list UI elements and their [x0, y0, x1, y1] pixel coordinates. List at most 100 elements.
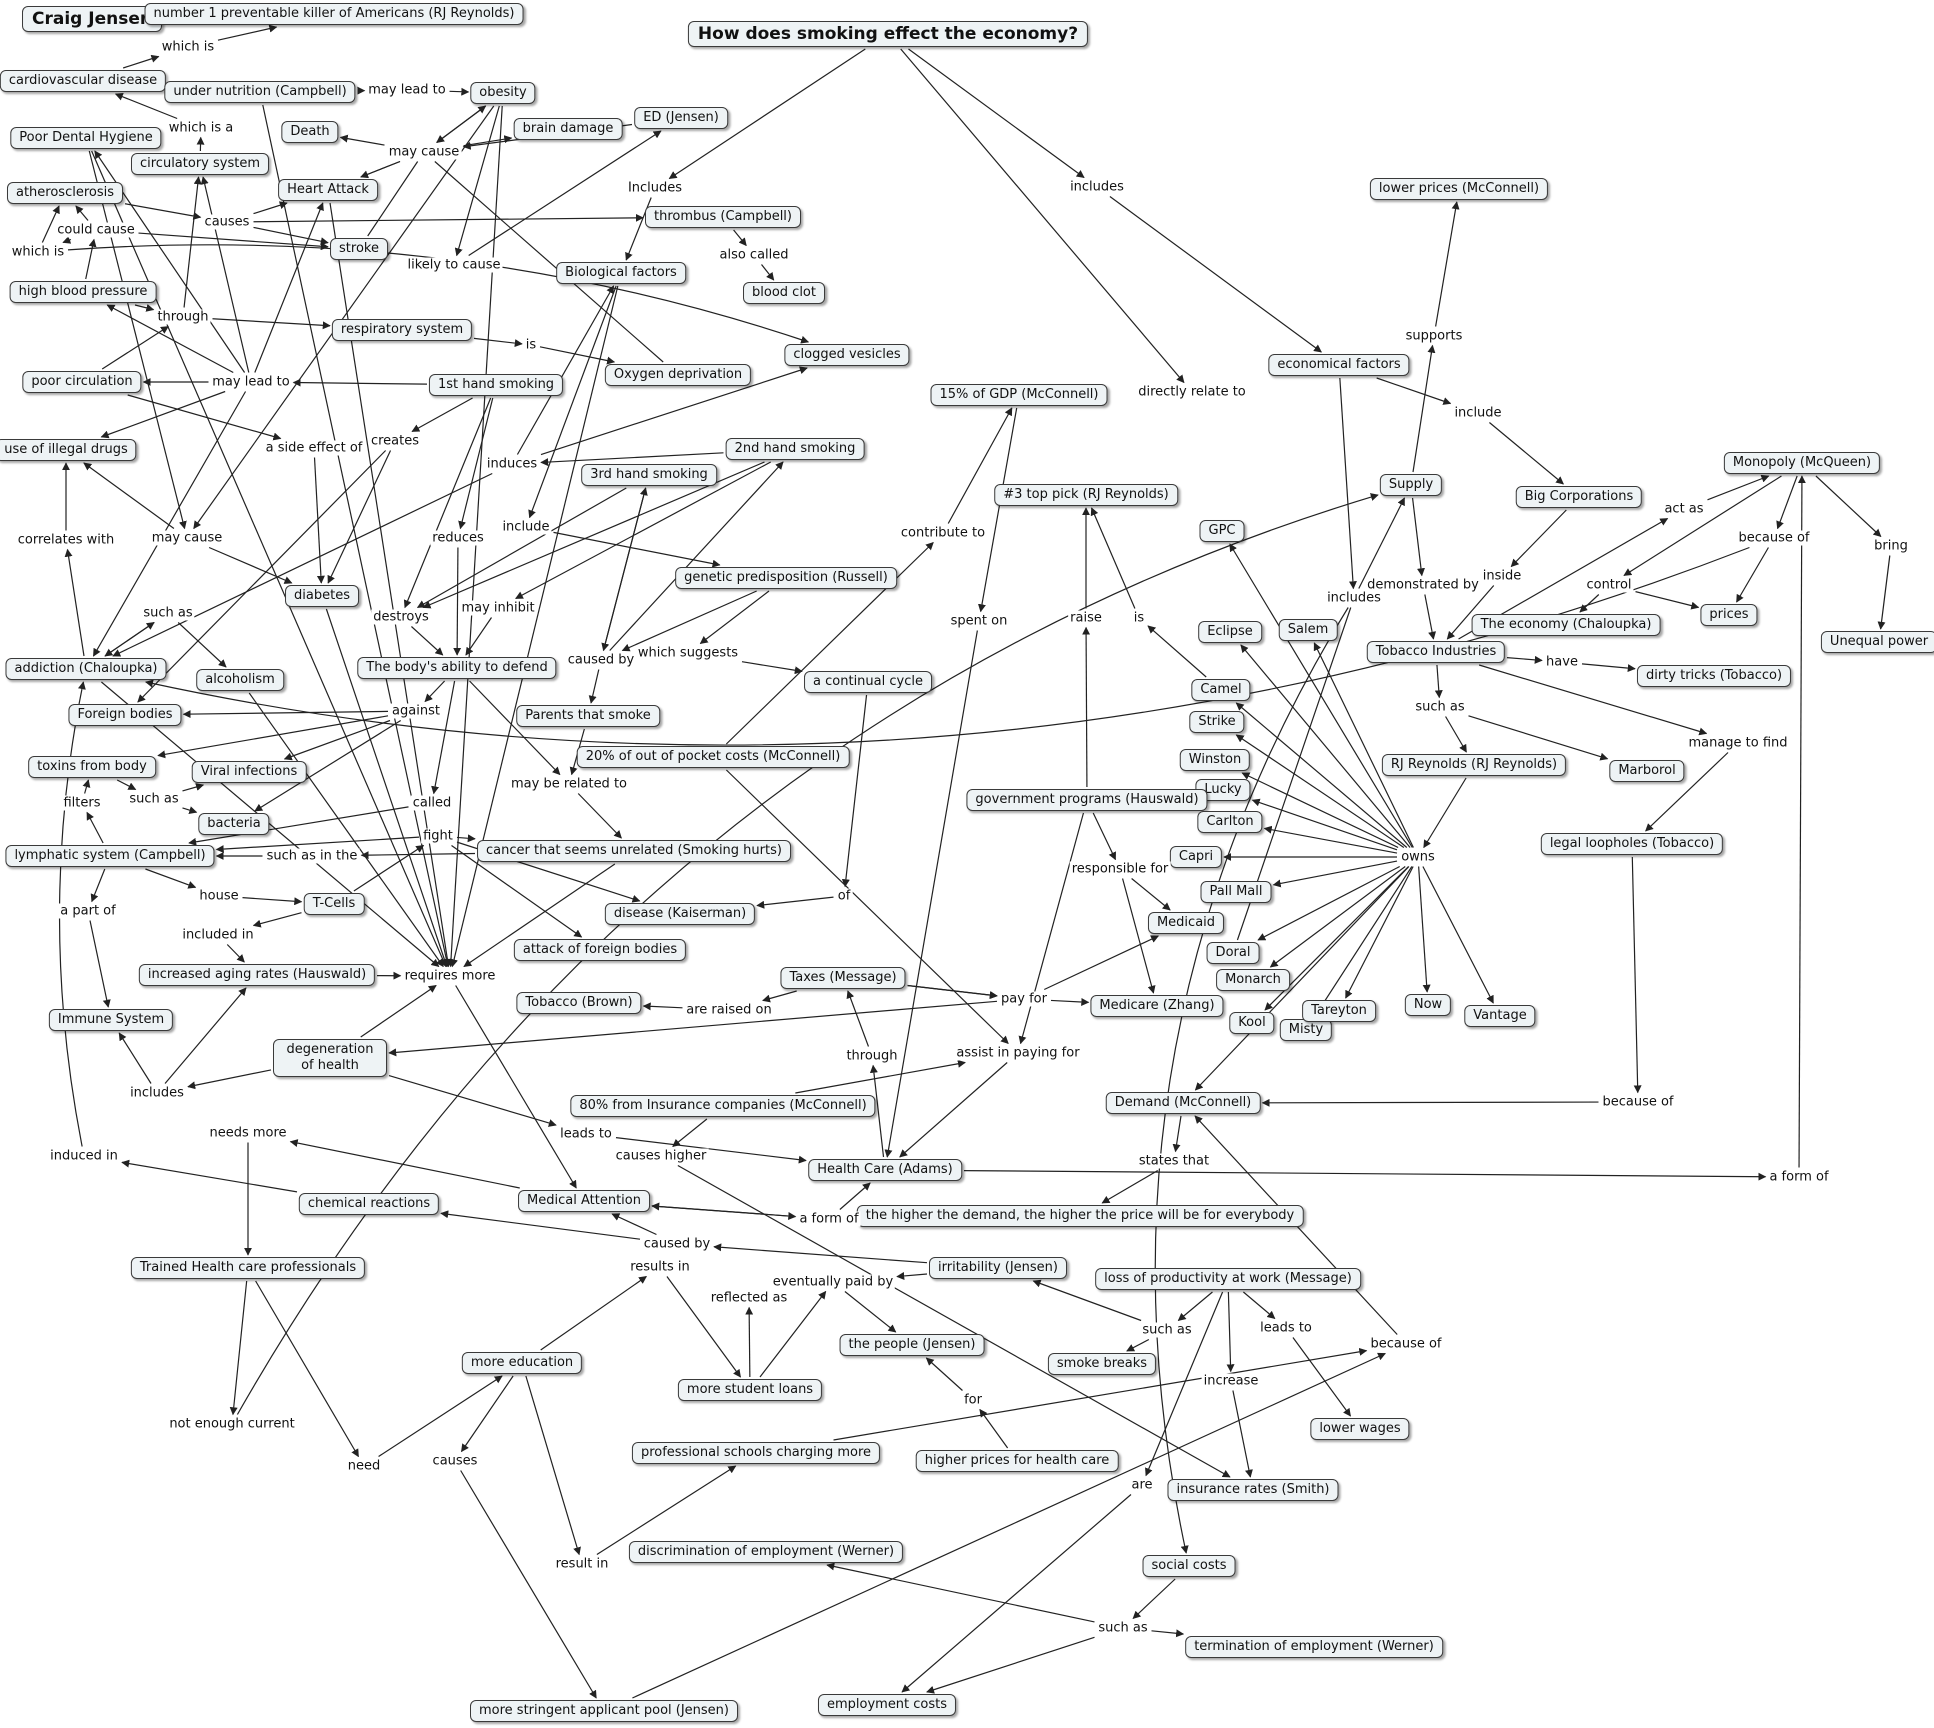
concept-c67[interactable]: employment costs — [817, 1694, 957, 1716]
concept-c25[interactable]: genetic predisposition (Russell) — [675, 567, 897, 589]
concept-c76[interactable]: Eclipse — [1198, 621, 1262, 643]
concept-c87[interactable]: Marborol — [1609, 760, 1685, 782]
concept-c77[interactable]: Salem — [1278, 619, 1338, 641]
concept-c65[interactable]: termination of employment (Werner) — [1185, 1636, 1443, 1658]
concept-c103[interactable]: Demand (McConnell) — [1105, 1092, 1261, 1114]
concept-c94[interactable]: Medicaid — [1147, 912, 1225, 934]
concept-c85[interactable]: Winston — [1179, 749, 1251, 771]
concept-c82[interactable]: dirty tricks (Tobacco) — [1636, 665, 1792, 687]
concept-c22[interactable]: use of illegal drugs — [0, 439, 137, 461]
concept-c91[interactable]: legal loopholes (Tobacco) — [1540, 833, 1724, 855]
concept-c28[interactable]: alcoholism — [196, 669, 284, 691]
concept-c55[interactable]: more education — [461, 1352, 583, 1374]
concept-c62[interactable]: insurance rates (Smith) — [1167, 1479, 1339, 1501]
concept-c45[interactable]: Taxes (Message) — [780, 967, 906, 989]
concept-c46[interactable]: degeneration of health — [273, 1039, 387, 1077]
concept-c74[interactable]: #3 top pick (RJ Reynolds) — [994, 484, 1178, 506]
concept-c39[interactable]: T-Cells — [303, 893, 365, 915]
concept-c90[interactable]: Carlton — [1197, 811, 1263, 833]
concept-c97[interactable]: Medicare (Zhang) — [1090, 995, 1224, 1017]
concept-c1[interactable]: number 1 preventable killer of Americans… — [144, 3, 524, 25]
concept-c93[interactable]: Pall Mall — [1200, 881, 1272, 903]
concept-c56[interactable]: the people (Jensen) — [839, 1334, 985, 1356]
concept-c16[interactable]: high blood pressure — [9, 281, 157, 303]
concept-c12[interactable]: thrombus (Campbell) — [645, 206, 801, 228]
concept-c47[interactable]: 80% from Insurance companies (McConnell) — [570, 1095, 876, 1117]
concept-c17[interactable]: respiratory system — [331, 319, 473, 341]
concept-c20[interactable]: poor circulation — [22, 371, 142, 393]
concept-c15[interactable]: blood clot — [743, 282, 825, 304]
concept-c95[interactable]: Doral — [1206, 942, 1260, 964]
concept-c58[interactable]: more student loans — [677, 1379, 823, 1401]
concept-c33[interactable]: toxins from body — [28, 756, 156, 778]
concept-c98[interactable]: Misty — [1279, 1019, 1333, 1041]
concept-c89[interactable]: government programs (Hauswald) — [966, 789, 1208, 811]
concept-c23[interactable]: 2nd hand smoking — [725, 438, 865, 460]
concept-c61[interactable]: higher prices for health care — [915, 1450, 1119, 1472]
concept-c52[interactable]: Trained Health care professionals — [130, 1257, 366, 1279]
concept-c49[interactable]: chemical reactions — [298, 1193, 440, 1215]
concept-c92[interactable]: Capri — [1169, 846, 1223, 868]
concept-c48[interactable]: Health Care (Adams) — [808, 1159, 962, 1181]
concept-c99[interactable]: Tareyton — [1302, 1000, 1376, 1022]
concept-c66[interactable]: more stringent applicant pool (Jensen) — [470, 1700, 738, 1722]
concept-c73[interactable]: Monopoly (McQueen) — [1723, 452, 1881, 474]
concept-c68[interactable]: lower prices (McConnell) — [1369, 178, 1549, 200]
concept-c51[interactable]: the higher the demand, the higher the pr… — [856, 1205, 1304, 1227]
concept-c6[interactable]: Death — [281, 121, 339, 143]
concept-c32[interactable]: Parents that smoke — [516, 705, 660, 727]
concept-c29[interactable]: The body's ability to defend — [357, 657, 557, 679]
concept-c102[interactable]: Vantage — [1464, 1005, 1536, 1027]
concept-c27[interactable]: addiction (Chaloupka) — [5, 658, 167, 680]
concept-c59[interactable]: lower wages — [1310, 1418, 1410, 1440]
concept-c37[interactable]: lymphatic system (Campbell) — [5, 845, 215, 867]
concept-c30[interactable]: a continual cycle — [804, 671, 932, 693]
concept-c57[interactable]: smoke breaks — [1047, 1353, 1157, 1375]
concept-c69[interactable]: economical factors — [1268, 354, 1410, 376]
concept-c4[interactable]: obesity — [470, 82, 536, 104]
concept-c21[interactable]: 1st hand smoking — [428, 374, 564, 396]
concept-c38[interactable]: cancer that seems unrelated (Smoking hur… — [477, 840, 791, 862]
concept-c42[interactable]: increased aging rates (Hauswald) — [138, 964, 376, 986]
concept-c80[interactable]: Unequal power — [1820, 631, 1934, 653]
concept-c11[interactable]: atherosclerosis — [6, 182, 124, 204]
concept-c84[interactable]: Strike — [1189, 711, 1245, 733]
concept-c72[interactable]: Big Corporations — [1515, 486, 1643, 508]
concept-c34[interactable]: Viral infections — [191, 761, 307, 783]
concept-c26[interactable]: diabetes — [285, 585, 359, 607]
concept-c2[interactable]: cardiovascular disease — [0, 70, 167, 92]
concept-c96[interactable]: Monarch — [1216, 969, 1290, 991]
concept-c78[interactable]: The economy (Chaloupka) — [1471, 614, 1661, 636]
concept-c19[interactable]: Oxygen deprivation — [604, 364, 752, 386]
concept-c101[interactable]: Kool — [1229, 1012, 1275, 1034]
concept-c3[interactable]: under nutrition (Campbell) — [164, 81, 356, 103]
concept-c8[interactable]: Poor Dental Hygiene — [10, 127, 162, 149]
concept-c83[interactable]: Camel — [1191, 679, 1251, 701]
concept-c70[interactable]: 15% of GDP (McConnell) — [930, 384, 1108, 406]
concept-c10[interactable]: Heart Attack — [278, 179, 378, 201]
concept-c63[interactable]: discrimination of employment (Werner) — [628, 1541, 904, 1563]
concept-c75[interactable]: GPC — [1199, 520, 1245, 542]
concept-c5[interactable]: ED (Jensen) — [634, 107, 728, 129]
concept-c40[interactable]: disease (Kaiserman) — [604, 903, 756, 925]
concept-c53[interactable]: irritability (Jensen) — [929, 1257, 1067, 1279]
concept-c100[interactable]: Now — [1404, 994, 1452, 1016]
concept-c86[interactable]: RJ Reynolds (RJ Reynolds) — [1381, 754, 1567, 776]
concept-c36[interactable]: bacteria — [198, 813, 270, 835]
concept-c60[interactable]: professional schools charging more — [631, 1442, 881, 1464]
concept-c54[interactable]: loss of productivity at work (Message) — [1095, 1268, 1361, 1290]
concept-c24[interactable]: 3rd hand smoking — [581, 464, 717, 486]
concept-c88[interactable]: Lucky — [1195, 779, 1251, 801]
concept-c9[interactable]: circulatory system — [130, 153, 270, 175]
concept-c44[interactable]: Tobacco (Brown) — [516, 992, 642, 1014]
concept-c43[interactable]: Immune System — [48, 1009, 174, 1031]
concept-c18[interactable]: clogged vesicles — [784, 344, 910, 366]
concept-c41[interactable]: attack of foreign bodies — [513, 939, 687, 961]
concept-c14[interactable]: Biological factors — [556, 262, 686, 284]
concept-c79[interactable]: prices — [1700, 604, 1758, 626]
concept-c7[interactable]: brain damage — [513, 118, 623, 140]
concept-c31[interactable]: Foreign bodies — [68, 704, 182, 726]
concept-c81[interactable]: Tobacco Industries — [1366, 641, 1506, 663]
concept-c50[interactable]: Medical Attention — [518, 1190, 650, 1212]
concept-c71[interactable]: Supply — [1379, 474, 1443, 496]
